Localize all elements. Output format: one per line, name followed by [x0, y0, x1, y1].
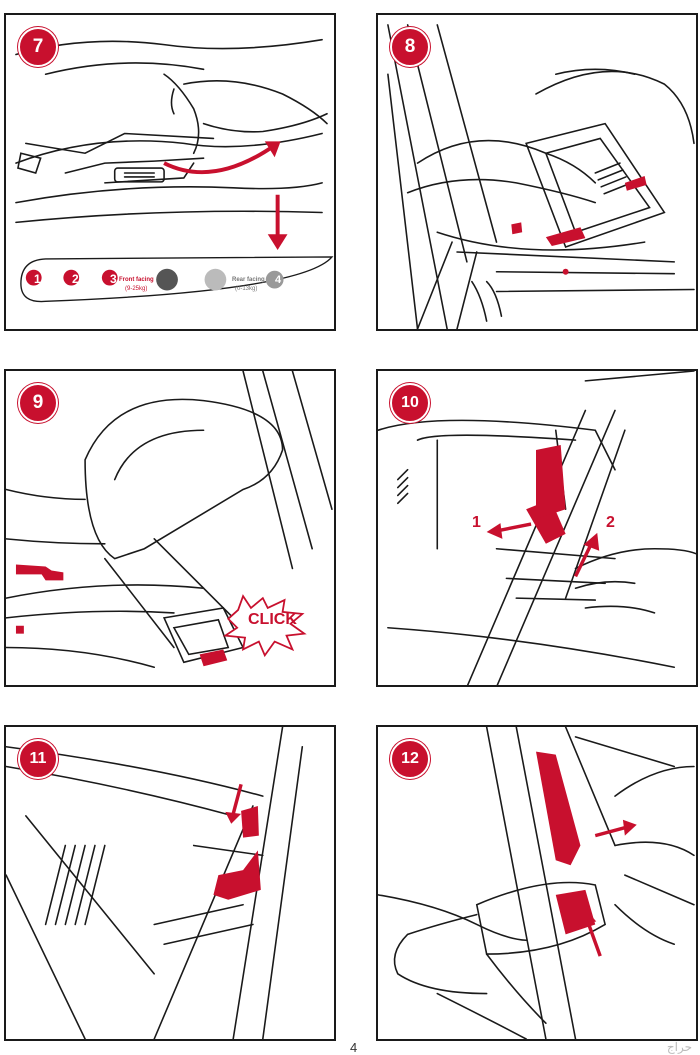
rear-facing-label: Rear facing: [232, 277, 265, 283]
step-9-panel: 9 CLICK: [4, 369, 336, 687]
position-1-label: 1: [34, 272, 41, 286]
step-11-panel: 11: [4, 725, 336, 1041]
step-12-panel: 12: [376, 725, 698, 1041]
step-10-illustration: [378, 371, 696, 685]
arrow-1-label: 1: [472, 514, 481, 531]
step-11-badge: 11: [18, 739, 58, 779]
step-9-illustration: [6, 371, 333, 669]
step-11-illustration: [6, 727, 304, 1039]
step-7-badge: 7: [18, 27, 58, 67]
rear-facing-weight: (0-13kg): [235, 286, 258, 292]
position-3-label: 3: [110, 272, 117, 286]
step-12-illustration: [378, 727, 695, 1039]
step-7-panel: 7 1: [4, 13, 336, 331]
page-number: 4: [350, 1040, 358, 1055]
position-2-label: 2: [72, 272, 79, 286]
step-10-badge: 10: [390, 383, 430, 423]
step-8-panel: 8: [376, 13, 698, 331]
step-10-panel: 10 1 2: [376, 369, 698, 687]
click-label: CLICK: [248, 611, 297, 628]
step-8-badge: 8: [390, 27, 430, 67]
step-12-badge: 12: [390, 739, 430, 779]
watermark: حراج: [666, 1040, 692, 1054]
step-7-illustration: [15, 38, 334, 303]
step-9-badge: 9: [18, 383, 58, 423]
position-4-label: 4: [275, 274, 282, 286]
front-facing-label: Front facing: [119, 277, 154, 283]
front-facing-weight: (9-25kg): [125, 286, 148, 292]
step-8-illustration: [387, 24, 695, 329]
arrow-2-label: 2: [606, 514, 615, 531]
